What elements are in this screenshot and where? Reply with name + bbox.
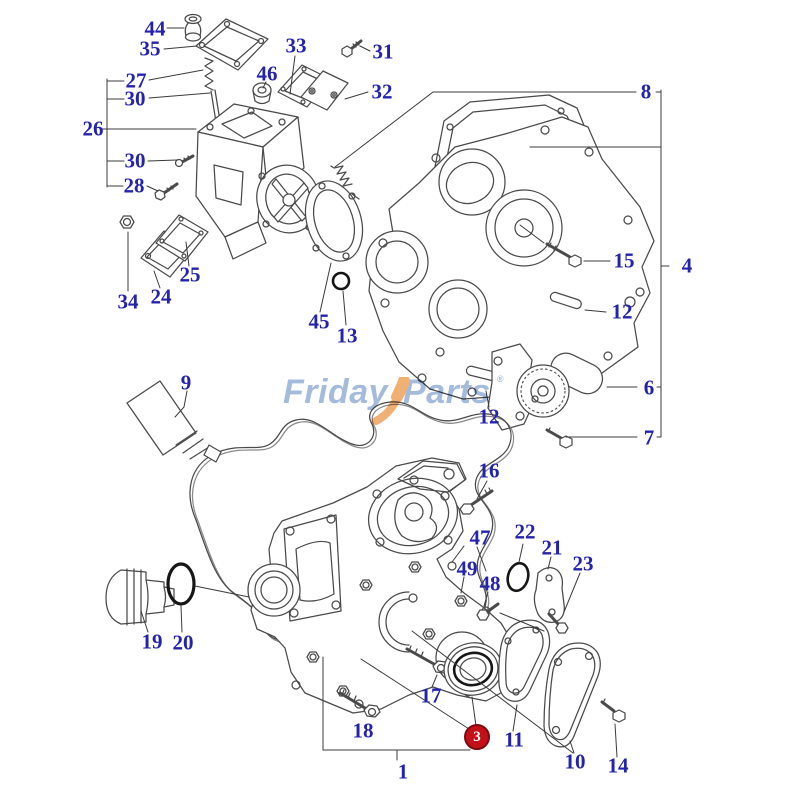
part-number-label: 26 <box>82 116 104 141</box>
part-number-label: 48 <box>479 571 501 596</box>
cap-44-drawing <box>184 13 202 42</box>
cover-top-bracket-drawing <box>397 460 466 493</box>
o-ring-20-drawing <box>166 562 196 606</box>
o-ring-13-drawing <box>331 271 351 291</box>
filler-cap-19-drawing <box>105 568 175 626</box>
bolt-15-drawing <box>545 242 582 268</box>
highlighted-part-number-badge: 3 <box>464 724 490 750</box>
cover-plate-10-drawing <box>543 642 601 748</box>
nut-49-drawing <box>454 595 468 607</box>
bolt-48-drawing <box>476 602 500 621</box>
part-number-label: 30 <box>124 148 146 173</box>
part-number-label: 13 <box>336 323 358 348</box>
bolt-23-drawing <box>547 612 569 634</box>
part-number-label: 25 <box>179 262 201 287</box>
part-number-label: 6 <box>643 375 655 400</box>
part-number-label: 18 <box>352 718 374 743</box>
part-number-label: 1 <box>397 759 409 784</box>
gasket-25-drawing <box>155 214 209 262</box>
part-number-label: 35 <box>139 36 161 61</box>
gear-case-group-drawing <box>365 94 655 449</box>
oil-pump-6-drawing <box>487 343 604 431</box>
bolt-14-drawing <box>600 698 626 723</box>
part-number-label: 30 <box>124 86 146 111</box>
part-number-label: 19 <box>141 629 163 654</box>
bolt-31-drawing <box>341 39 363 58</box>
part-number-label: 21 <box>541 535 563 560</box>
part-number-label: 4 <box>681 253 693 278</box>
dowel-pin-12-drawing <box>549 291 582 310</box>
part-number-label: 7 <box>643 425 655 450</box>
nut-46-drawing <box>252 82 272 105</box>
part-number-label: 23 <box>572 551 594 576</box>
gasket-45-drawing <box>304 180 364 262</box>
part-number-label: 49 <box>456 556 478 581</box>
part-number-label: 45 <box>308 309 330 334</box>
part-number-label: 8 <box>640 79 652 104</box>
part-number-label: 11 <box>504 727 524 752</box>
cover-center-opening-drawing <box>378 591 418 653</box>
part-number-label: 32 <box>371 79 393 104</box>
part-number-label: 46 <box>256 61 278 86</box>
spring-27-drawing <box>204 57 214 91</box>
part-number-label: 9 <box>180 370 192 395</box>
part-number-label: 12 <box>478 404 500 429</box>
part-number-label: 33 <box>285 33 307 58</box>
part-number-label: 17 <box>420 683 442 708</box>
fuel-pump-group-drawing <box>119 13 364 291</box>
part-number-label: 27 <box>125 68 147 93</box>
leader-lines <box>101 27 670 761</box>
gasket-11-drawing <box>498 619 551 702</box>
pump-body-26-drawing <box>195 103 320 260</box>
gasket-35-drawing <box>195 18 269 71</box>
sealant-tube-9-drawing <box>126 380 222 463</box>
bolt-28-drawing <box>154 182 179 201</box>
part-number-label: 24 <box>150 284 172 309</box>
part-number-label: 34 <box>117 289 139 314</box>
bolt-18-drawing <box>338 689 381 718</box>
part-number-label: 44 <box>144 16 166 41</box>
part-number-label: 12 <box>611 299 633 324</box>
part-number-label: 14 <box>607 753 629 778</box>
part-number-label: 47 <box>469 525 491 550</box>
water-pump-flange-drawing <box>367 475 459 555</box>
part-number-label: 15 <box>613 248 635 273</box>
part-number-label: 20 <box>172 630 194 655</box>
bolt-30-drawing <box>174 154 195 168</box>
part-number-label: 31 <box>372 39 394 64</box>
nut-34-drawing <box>119 215 135 229</box>
part-number-label: 22 <box>514 519 536 544</box>
oil-seal-3-drawing <box>443 642 503 696</box>
bolt-7-drawing <box>545 427 573 449</box>
o-ring-22-drawing <box>506 561 530 593</box>
part-number-label: 28 <box>123 173 145 198</box>
part-number-label: 16 <box>478 458 500 483</box>
cover-plate-32-drawing <box>300 70 349 111</box>
bolt-16-drawing <box>459 487 494 515</box>
part-number-label: 10 <box>564 749 586 774</box>
cover-plate-21-drawing <box>533 566 565 623</box>
cover-left-boss-drawing <box>247 563 301 617</box>
